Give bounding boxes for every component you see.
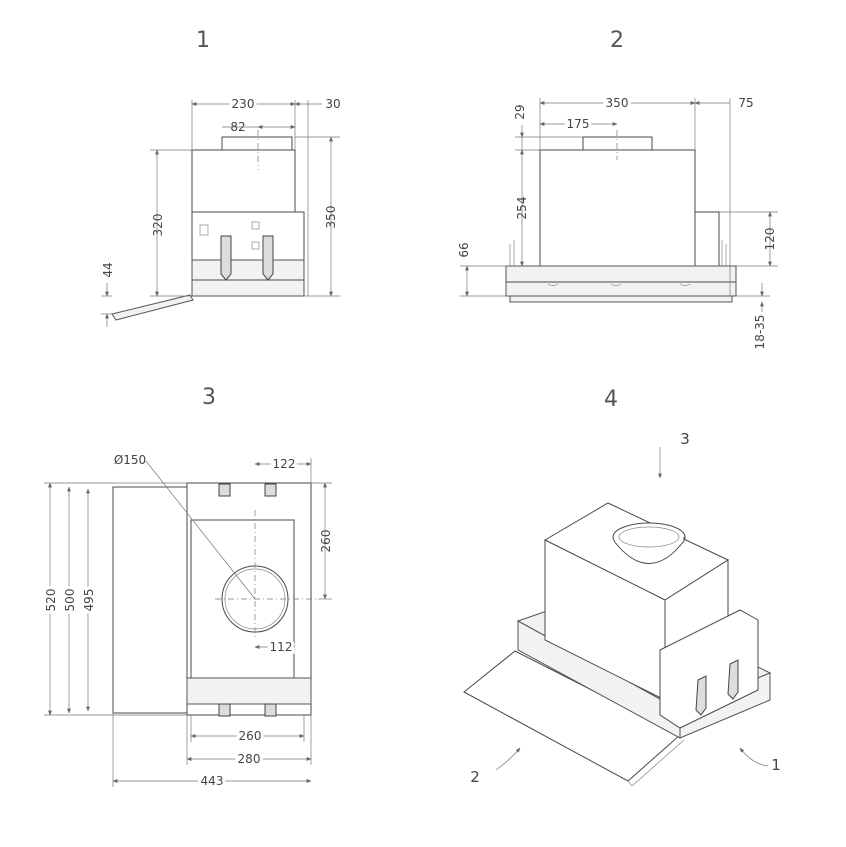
- side-box: [694, 211, 720, 267]
- dim-30: 30: [325, 97, 340, 111]
- dim-320: 320: [151, 214, 165, 237]
- view-4-number: 4: [604, 387, 618, 412]
- dim-350: 350: [324, 206, 338, 229]
- duct-collar-front: [582, 136, 653, 151]
- dim-260-vertical: 260: [319, 530, 333, 553]
- dim-29: 29: [513, 104, 527, 119]
- dim-44: 44: [101, 262, 115, 277]
- callout-1: 1: [771, 756, 781, 774]
- flange-strip: [509, 295, 733, 303]
- dim-122: 122: [273, 457, 296, 471]
- view-1-number: 1: [196, 28, 210, 53]
- frame-rail: [186, 677, 312, 705]
- housing-front: [539, 149, 696, 267]
- dim-66: 66: [457, 242, 471, 257]
- housing-upper: [191, 149, 296, 213]
- dim-18-35: 18-35: [753, 315, 767, 350]
- dim-120: 120: [763, 228, 777, 251]
- flap: [111, 294, 194, 321]
- dim-75: 75: [738, 96, 753, 110]
- view-4-isometric: 4 3 2 1: [463, 387, 781, 787]
- dim-520: 520: [44, 589, 58, 612]
- dim-112: 112: [270, 640, 293, 654]
- dim-175: 175: [567, 117, 590, 131]
- dim-350-front: 350: [606, 96, 629, 110]
- iso-bracket-right: [727, 659, 739, 700]
- callout-3: 3: [680, 430, 690, 448]
- frame-front: [505, 265, 737, 297]
- dim-82: 82: [230, 120, 245, 134]
- bracket-right: [262, 235, 274, 281]
- view-3-number: 3: [202, 385, 216, 410]
- dim-230: 230: [232, 97, 255, 111]
- dim-260-horizontal: 260: [239, 729, 262, 743]
- iso-bracket-left: [695, 675, 707, 716]
- dim-443: 443: [201, 774, 224, 788]
- bracket-left: [220, 235, 232, 281]
- view-2-front: 2 350 75 175 29 254 66 120: [457, 28, 778, 349]
- housing-lower: [191, 211, 305, 261]
- duct-collar: [221, 136, 293, 151]
- flap-panel: [112, 486, 188, 714]
- dim-280: 280: [238, 752, 261, 766]
- dim-diameter-150: Ø150: [114, 453, 146, 467]
- view-2-number: 2: [610, 28, 624, 53]
- view-3-top: 3 Ø150 122 260 112 520 500 495: [41, 385, 333, 791]
- callout-2: 2: [470, 768, 480, 786]
- view-1-side: 1 230 30 82 320 350: [101, 28, 341, 327]
- frame: [191, 259, 305, 297]
- dim-254: 254: [515, 197, 529, 220]
- dim-495: 495: [82, 589, 96, 612]
- dim-500: 500: [63, 589, 77, 612]
